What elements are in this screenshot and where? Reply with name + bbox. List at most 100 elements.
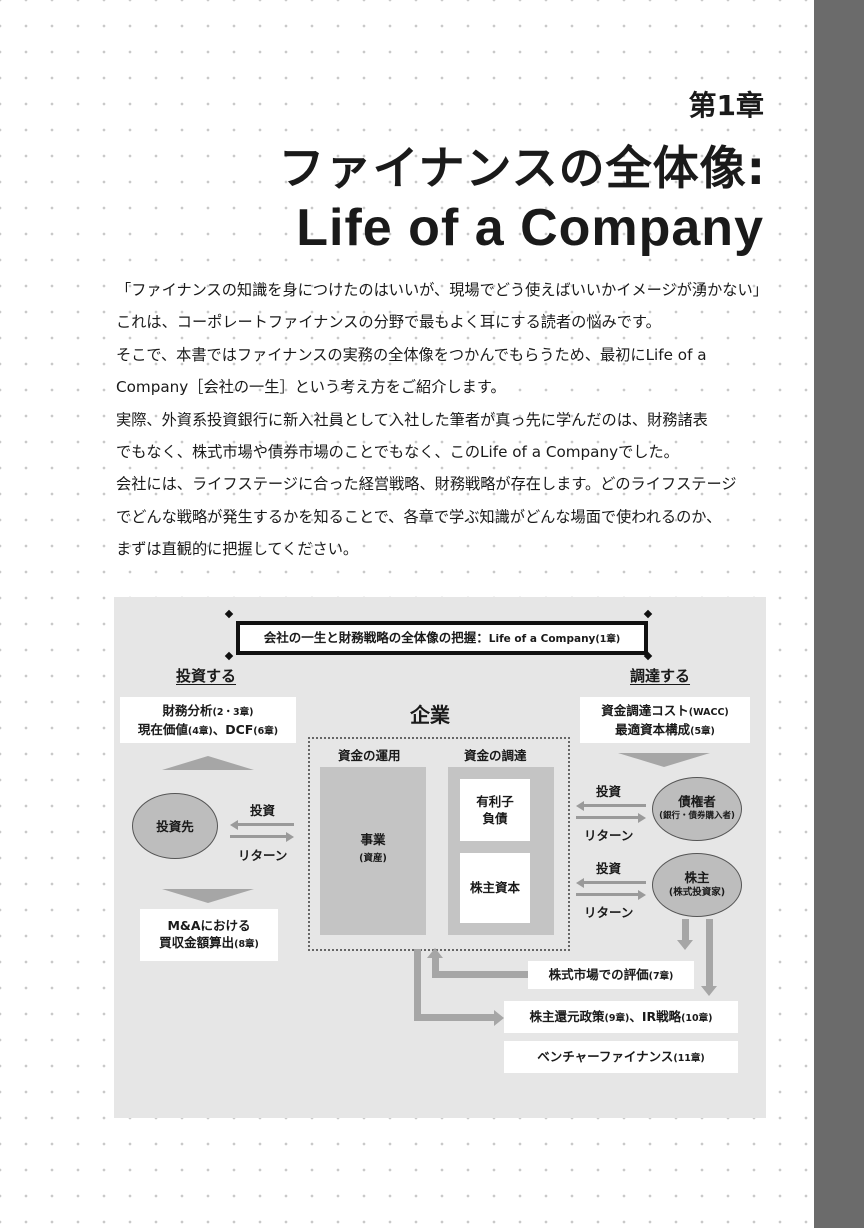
ma-text: M&Aにおける xyxy=(167,918,251,933)
page-edge-bar xyxy=(814,0,864,1228)
arrow-down xyxy=(701,986,717,996)
fund-label: 調達する xyxy=(630,667,691,685)
arrow-line xyxy=(576,893,638,896)
chapter-title: ファイナンスの全体像: xyxy=(278,141,766,195)
arrow-left xyxy=(576,878,584,888)
creditor-circle: 債権者 (銀行・債券購入者) xyxy=(652,777,742,841)
business-label: 事業 xyxy=(360,832,386,847)
sources-label: 資金の調達 xyxy=(464,748,527,763)
ir-text: 、IR戦略 xyxy=(629,1009,682,1024)
return-arrow-label: リターン xyxy=(584,905,634,920)
chapter-ref: (11章) xyxy=(673,1053,705,1064)
market-eval-box: 株式市場での評価(7章) xyxy=(528,961,694,989)
market-eval-text: 株式市場での評価 xyxy=(548,967,649,982)
invest-label: 投資する xyxy=(176,667,237,685)
uses-label: 資金の運用 xyxy=(338,748,401,763)
arrow-line xyxy=(682,919,689,941)
ma-text: 買収金額算出 xyxy=(159,935,235,950)
debt-line: 有利子 xyxy=(476,794,514,809)
capital-structure-text: 最適資本構成 xyxy=(615,722,691,737)
sources-block: 有利子 負債 株主資本 xyxy=(448,767,554,935)
down-triangle xyxy=(162,889,254,903)
invest-arrow-label: 投資 xyxy=(250,803,276,818)
arrow-line xyxy=(576,816,638,819)
invest-arrow-label: 投資 xyxy=(596,784,622,799)
chapter-ref: (8章) xyxy=(234,939,259,950)
arrow-left xyxy=(576,801,584,811)
intro-line: Company［会社の一生］という考え方をご紹介します。 xyxy=(116,378,506,397)
analysis-text: 財務分析 xyxy=(162,703,213,718)
debt-line: 負債 xyxy=(482,811,508,826)
chapter-ref: (4章) xyxy=(187,726,213,737)
intro-line: これは、コーポレートファイナンスの分野で最もよく耳にする読者の悩みです。 xyxy=(116,313,661,332)
down-triangle xyxy=(618,753,710,767)
intro-line: 「ファイナンスの知識を身につけたのはいいが、現場でどう使えばいいかイメージが湧か… xyxy=(116,281,768,299)
arrow-right xyxy=(638,890,646,900)
chapter-ref: (WACC) xyxy=(688,707,729,718)
diagram-title: 会社の一生と財務戦略の全体像の把握：Life of a Company(1章) xyxy=(236,621,648,655)
arrow-line xyxy=(238,823,294,826)
intro-text: 「ファイナンスの知識を身につけたのはいいが、現場でどう使えばいいかイメージが湧か… xyxy=(116,274,776,566)
arrow-up xyxy=(427,948,443,958)
intro-line: 会社には、ライフステージに合った経営戦略、財務戦略が存在します。どのライフステー… xyxy=(116,475,737,494)
shareholder-return-box: 株主還元政策(9章)、IR戦略(10章) xyxy=(504,1001,738,1033)
arrow-right xyxy=(494,1010,504,1026)
diagram-title-chapter: (1章) xyxy=(595,634,621,645)
business-block: 事業 (資産) xyxy=(320,767,426,935)
wacc-text: 資金調達コスト xyxy=(601,703,689,718)
return-arrow-label: リターン xyxy=(238,848,288,863)
venture-text: ベンチャーファイナンス xyxy=(537,1049,674,1064)
business-sub: (資産) xyxy=(359,853,387,864)
arrow-line xyxy=(584,881,646,884)
up-triangle xyxy=(162,756,254,770)
shareholder-sub: (株式投資家) xyxy=(668,887,726,898)
arrow-line xyxy=(706,919,713,987)
chapter-label: 第1章 xyxy=(688,89,764,122)
corner-mark xyxy=(224,651,234,661)
investee-circle: 投資先 xyxy=(132,793,218,859)
shareholder-circle: 株主 (株式投資家) xyxy=(652,853,742,917)
creditor-label: 債権者 xyxy=(678,794,716,809)
ma-box: M&Aにおける 買収金額算出(8章) xyxy=(140,909,278,961)
intro-line: でどんな戦略が発生するかを知ることで、各章で学ぶ知識がどんな場面で使われるのか、 xyxy=(116,507,722,526)
debt-box: 有利子 負債 xyxy=(460,779,530,841)
shareholder-return-text: 株主還元政策 xyxy=(529,1009,605,1024)
chapter-title-en: Life of a Company xyxy=(296,199,764,257)
arrow-line xyxy=(584,804,646,807)
company-title: 企業 xyxy=(410,703,450,727)
diagram-title-main: 会社の一生と財務戦略の全体像の把握： xyxy=(263,630,489,645)
intro-line: 実際、外資系投資銀行に新入社員として入社した筆者が真っ先に学んだのは、財務諸表 xyxy=(116,410,708,429)
arrow-line xyxy=(414,1014,494,1021)
shareholder-label: 株主 xyxy=(684,870,710,885)
equity-box: 株主資本 xyxy=(460,853,530,923)
arrow-line xyxy=(432,971,530,978)
pv-text: 現在価値 xyxy=(137,722,188,737)
arrow-right xyxy=(286,832,294,842)
arrow-left xyxy=(230,820,238,830)
chapter-ref: (6章) xyxy=(253,726,279,737)
invest-arrow-label: 投資 xyxy=(596,861,622,876)
analysis-box: 財務分析(2・3章) 現在価値(4章)、DCF(6章) xyxy=(120,697,296,743)
diagram-title-en: Life of a Company xyxy=(488,633,596,645)
intro-line: まずは直観的に把握してください。 xyxy=(116,540,359,559)
chapter-ref: (10章) xyxy=(681,1013,713,1024)
chapter-ref: (9章) xyxy=(604,1013,630,1024)
investee-label: 投資先 xyxy=(156,818,194,834)
arrow-line xyxy=(230,835,286,838)
chapter-ref: (2・3章) xyxy=(212,707,254,718)
corner-mark xyxy=(643,609,653,619)
arrow-down xyxy=(677,940,693,950)
life-of-a-company-diagram: 会社の一生と財務戦略の全体像の把握：Life of a Company(1章) … xyxy=(114,597,766,1118)
arrow-line xyxy=(432,957,439,978)
venture-box: ベンチャーファイナンス(11章) xyxy=(504,1041,738,1073)
intro-line: でもなく、株式市場や債券市場のことでもなく、このLife of a Compan… xyxy=(116,443,679,462)
chapter-ref: (5章) xyxy=(690,726,715,737)
arrow-right xyxy=(638,813,646,823)
corner-mark xyxy=(224,609,234,619)
creditor-sub: (銀行・債券購入者) xyxy=(659,811,735,821)
chapter-ref: (7章) xyxy=(648,971,674,982)
wacc-box: 資金調達コスト(WACC) 最適資本構成(5章) xyxy=(580,697,750,743)
return-arrow-label: リターン xyxy=(584,828,634,843)
arrow-line xyxy=(414,949,421,1021)
intro-line: そこで、本書ではファイナンスの実務の全体像をつかんでもらうため、最初にLife … xyxy=(116,345,707,364)
